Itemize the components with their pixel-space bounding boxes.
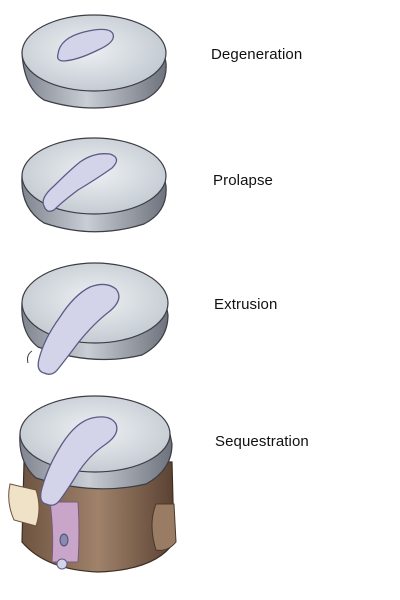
spinal-cord <box>49 501 80 563</box>
extrusion-illustration <box>14 255 179 385</box>
stage-label-degeneration: Degeneration <box>211 46 303 63</box>
nucleus <box>56 28 115 62</box>
nucleus <box>40 416 118 506</box>
vertebra-process-right <box>151 503 177 551</box>
sequestration-illustration <box>6 392 186 592</box>
stage-label-prolapse: Prolapse <box>213 172 274 189</box>
sequestered-fragment <box>56 558 68 570</box>
prolapse-illustration <box>14 126 179 241</box>
stage-label-extrusion: Extrusion <box>214 296 278 313</box>
vertebra-process-left <box>8 483 40 527</box>
degeneration-illustration <box>14 8 179 118</box>
stage-label-sequestration: Sequestration <box>215 433 309 450</box>
nucleus <box>42 153 118 212</box>
disc-top <box>21 14 167 92</box>
nucleus <box>37 283 120 375</box>
